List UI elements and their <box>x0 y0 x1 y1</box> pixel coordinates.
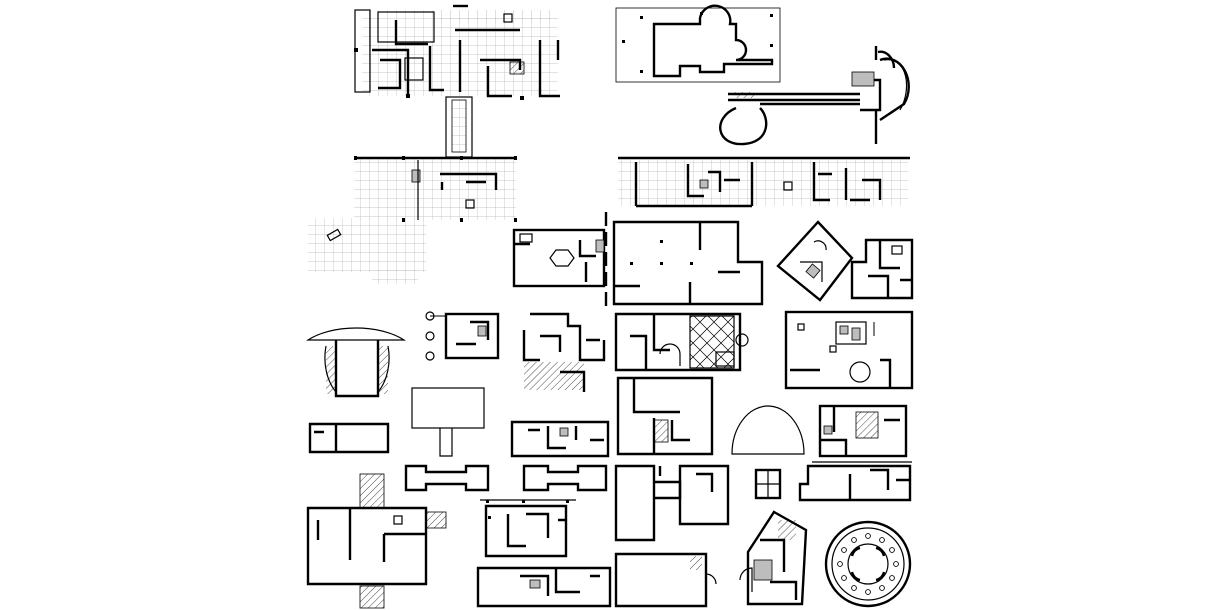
plan-18-semicircle <box>731 405 805 455</box>
plan-07-rotated-square <box>776 220 854 302</box>
plan-22-palladian <box>306 473 447 609</box>
plan-17-tall-block <box>616 376 714 456</box>
plan-01-grid-house <box>354 4 560 158</box>
plan-16-row-house <box>510 420 610 458</box>
plan-24-double-house <box>476 566 612 608</box>
plan-02-gallery-curve <box>615 4 910 146</box>
plan-30-long-low-house <box>798 464 912 502</box>
plan-04-long-grid-house <box>618 156 910 208</box>
plan-13-furnished-hall <box>784 310 914 390</box>
plan-10-square-villa <box>425 311 500 361</box>
plan-09-fan-dome <box>306 327 406 398</box>
plan-27-angled-house <box>739 510 808 606</box>
plan-19-rear-house <box>818 404 908 458</box>
plan-28-rotunda <box>824 520 912 608</box>
plan-12-hatched-villa <box>614 312 749 372</box>
plan-23-scattered-rooms <box>480 499 576 558</box>
plan-25-narrow-row <box>614 552 717 608</box>
plan-26-stair-box <box>754 468 782 500</box>
plan-15-t-plan <box>411 387 485 457</box>
plan-06-open-plan <box>612 220 764 306</box>
plan-03-pavilion-grid <box>308 156 517 284</box>
plan-14-small-pavilion <box>308 422 390 454</box>
plan-11-courtyard <box>522 312 606 392</box>
plan-20-wing-blocks <box>404 464 608 492</box>
plan-05-central-hall <box>512 212 608 306</box>
plan-08-compact-house <box>850 238 914 300</box>
plan-21-twin-blocks <box>614 464 730 542</box>
